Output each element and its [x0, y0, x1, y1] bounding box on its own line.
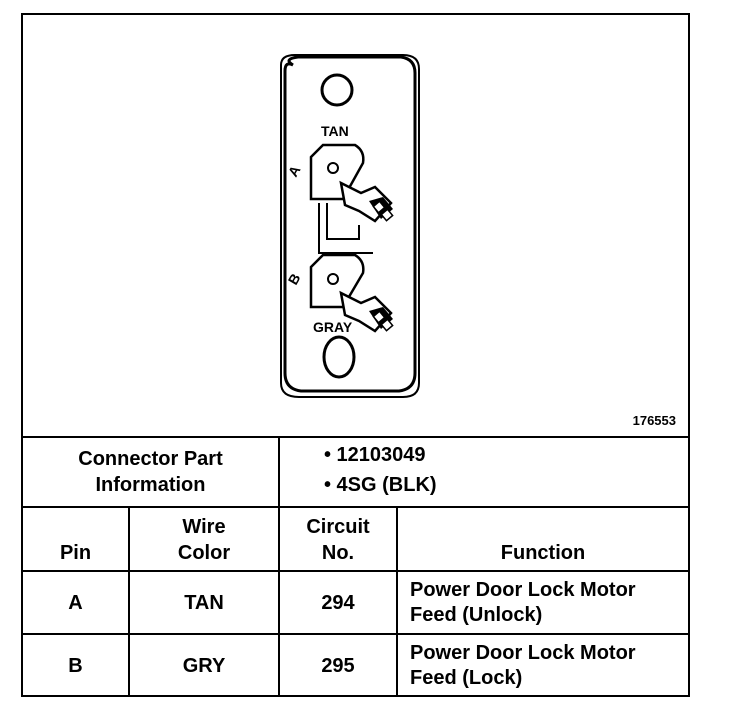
circuit-cell: 295 — [278, 633, 398, 696]
cavity-a-terminal — [309, 143, 394, 223]
connector-drawing — [280, 54, 420, 398]
part-number: • 12103049 — [324, 444, 426, 466]
connector-part-row: Connector Part Information • 12103049 • … — [23, 436, 688, 508]
connector-figure: TAN A B GRAY 176553 — [23, 15, 688, 436]
pin-cell: A — [23, 570, 130, 635]
bottom-hole — [322, 335, 356, 379]
wire-color-cell: GRY — [128, 633, 280, 696]
pin-cell: B — [23, 633, 130, 696]
part-type: • 4SG (BLK) — [324, 474, 437, 496]
connector-plate — [283, 55, 417, 393]
connector-part-numbers: • 12103049 • 4SG (BLK) — [278, 436, 688, 508]
diagram-frame: TAN A B GRAY 176553 Connector Part Infor… — [21, 13, 690, 697]
connector-table: Connector Part Information • 12103049 • … — [23, 436, 688, 696]
connector-part-header: Connector Part Information — [23, 436, 280, 508]
cavity-b-terminal — [309, 253, 394, 333]
figure-number: 176553 — [632, 413, 676, 428]
header-pin: Pin — [23, 506, 130, 572]
circuit-cell: 294 — [278, 570, 398, 635]
wire-color-cell: TAN — [128, 570, 280, 635]
wire-label-tan: TAN — [321, 123, 349, 139]
header-function: Function — [396, 506, 688, 572]
top-hole — [320, 73, 354, 107]
wire-label-gray: GRAY — [313, 319, 353, 335]
